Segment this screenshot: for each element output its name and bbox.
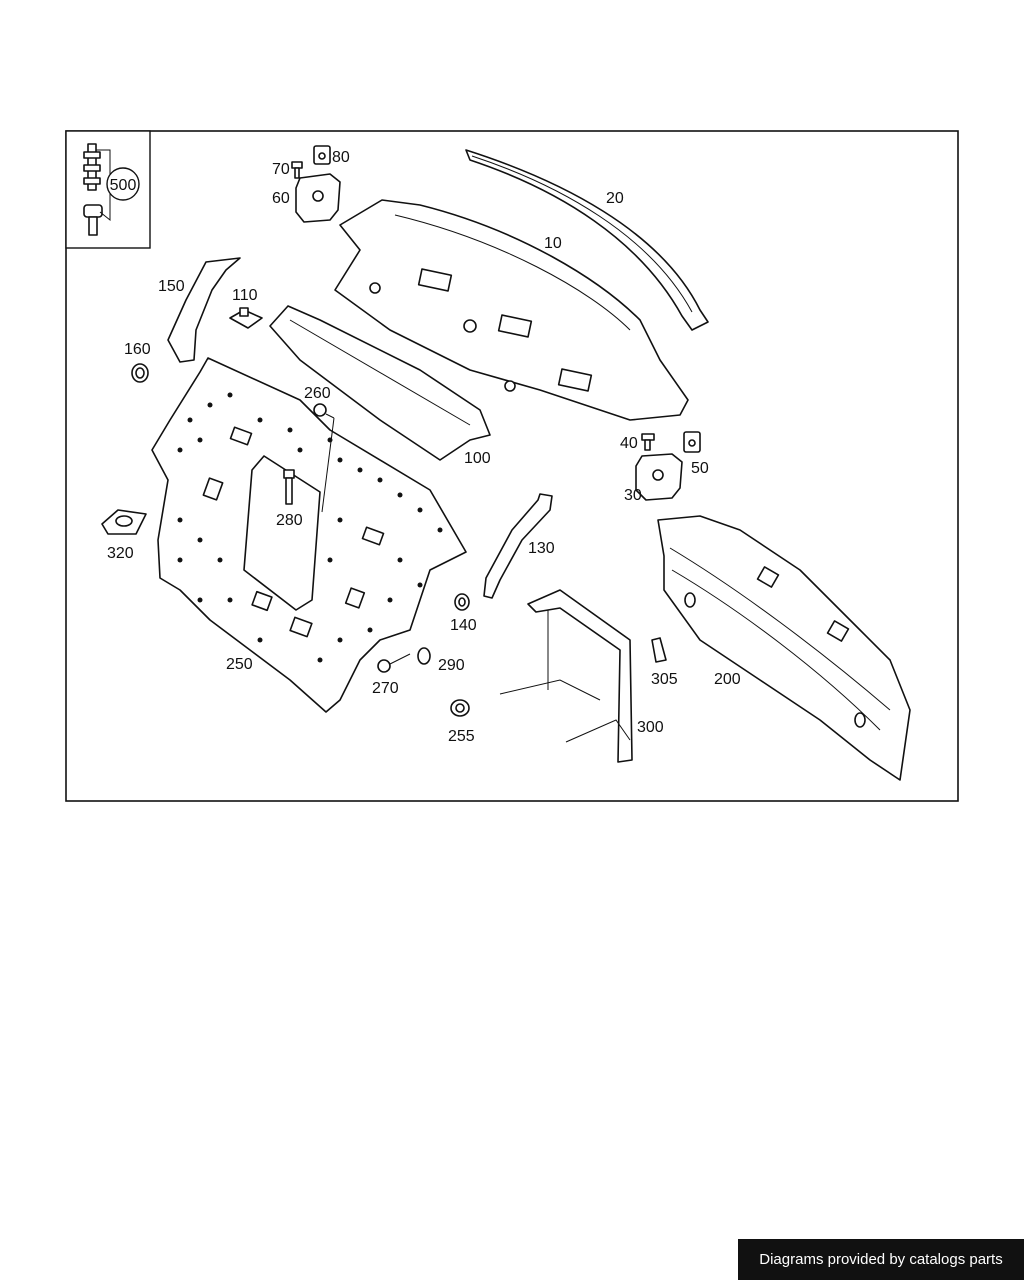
label-40: 40	[620, 435, 638, 452]
label-320: 320	[107, 545, 134, 562]
label-270: 270	[372, 680, 399, 697]
label-260: 260	[304, 385, 331, 402]
part-70-bolt	[291, 161, 303, 179]
part-255-grommet	[450, 699, 470, 717]
label-280: 280	[276, 512, 303, 529]
part-110-clip	[229, 307, 263, 329]
part-labels: 10 20 30 40 50 60 70 80 100 110 130 140 …	[107, 149, 741, 745]
part-160-grommet	[131, 363, 149, 383]
diagram-frame	[65, 130, 959, 802]
part-30-mount	[635, 453, 683, 501]
part-280-bolt	[283, 469, 295, 505]
part-200-rear-end-panel	[657, 515, 911, 781]
part-10-parcel-shelf	[334, 199, 689, 421]
callout-number: 500	[110, 177, 137, 194]
footer-attribution: Diagrams provided by catalogs parts	[738, 1239, 1024, 1280]
part-60-mount	[295, 173, 341, 223]
label-300: 300	[637, 719, 664, 736]
label-200: 200	[714, 671, 741, 688]
label-100: 100	[464, 450, 491, 467]
part-140-grommet	[454, 593, 470, 611]
part-100-crossmember	[269, 305, 491, 461]
label-140: 140	[450, 617, 477, 634]
part-130-bracket	[483, 493, 553, 599]
label-160: 160	[124, 341, 151, 358]
fastener-legend: 500	[65, 130, 151, 249]
part-320-pad	[101, 509, 147, 535]
label-10: 10	[544, 235, 562, 252]
part-80-nut	[313, 145, 331, 165]
label-255: 255	[448, 728, 475, 745]
label-110: 110	[232, 287, 258, 304]
part-270-grommet	[377, 653, 411, 673]
part-290-spacer	[417, 647, 431, 665]
label-30: 30	[624, 487, 642, 504]
part-260-grommet	[313, 403, 335, 513]
part-50-nut	[683, 431, 701, 453]
label-70: 70	[272, 161, 290, 178]
callout-circle	[106, 167, 140, 201]
part-250-rear-panel	[151, 357, 467, 713]
part-20-rail	[465, 149, 709, 331]
label-60: 60	[272, 190, 290, 207]
part-300-frame	[499, 589, 633, 763]
label-20: 20	[606, 190, 624, 207]
label-130: 130	[528, 540, 555, 557]
label-150: 150	[158, 278, 185, 295]
label-290: 290	[438, 657, 465, 674]
label-50: 50	[691, 460, 709, 477]
label-305: 305	[651, 671, 678, 688]
part-305-clip	[651, 637, 667, 663]
label-250: 250	[226, 656, 253, 673]
part-40-bolt	[641, 433, 655, 451]
label-80: 80	[332, 149, 350, 166]
part-150-bracket	[167, 257, 241, 363]
